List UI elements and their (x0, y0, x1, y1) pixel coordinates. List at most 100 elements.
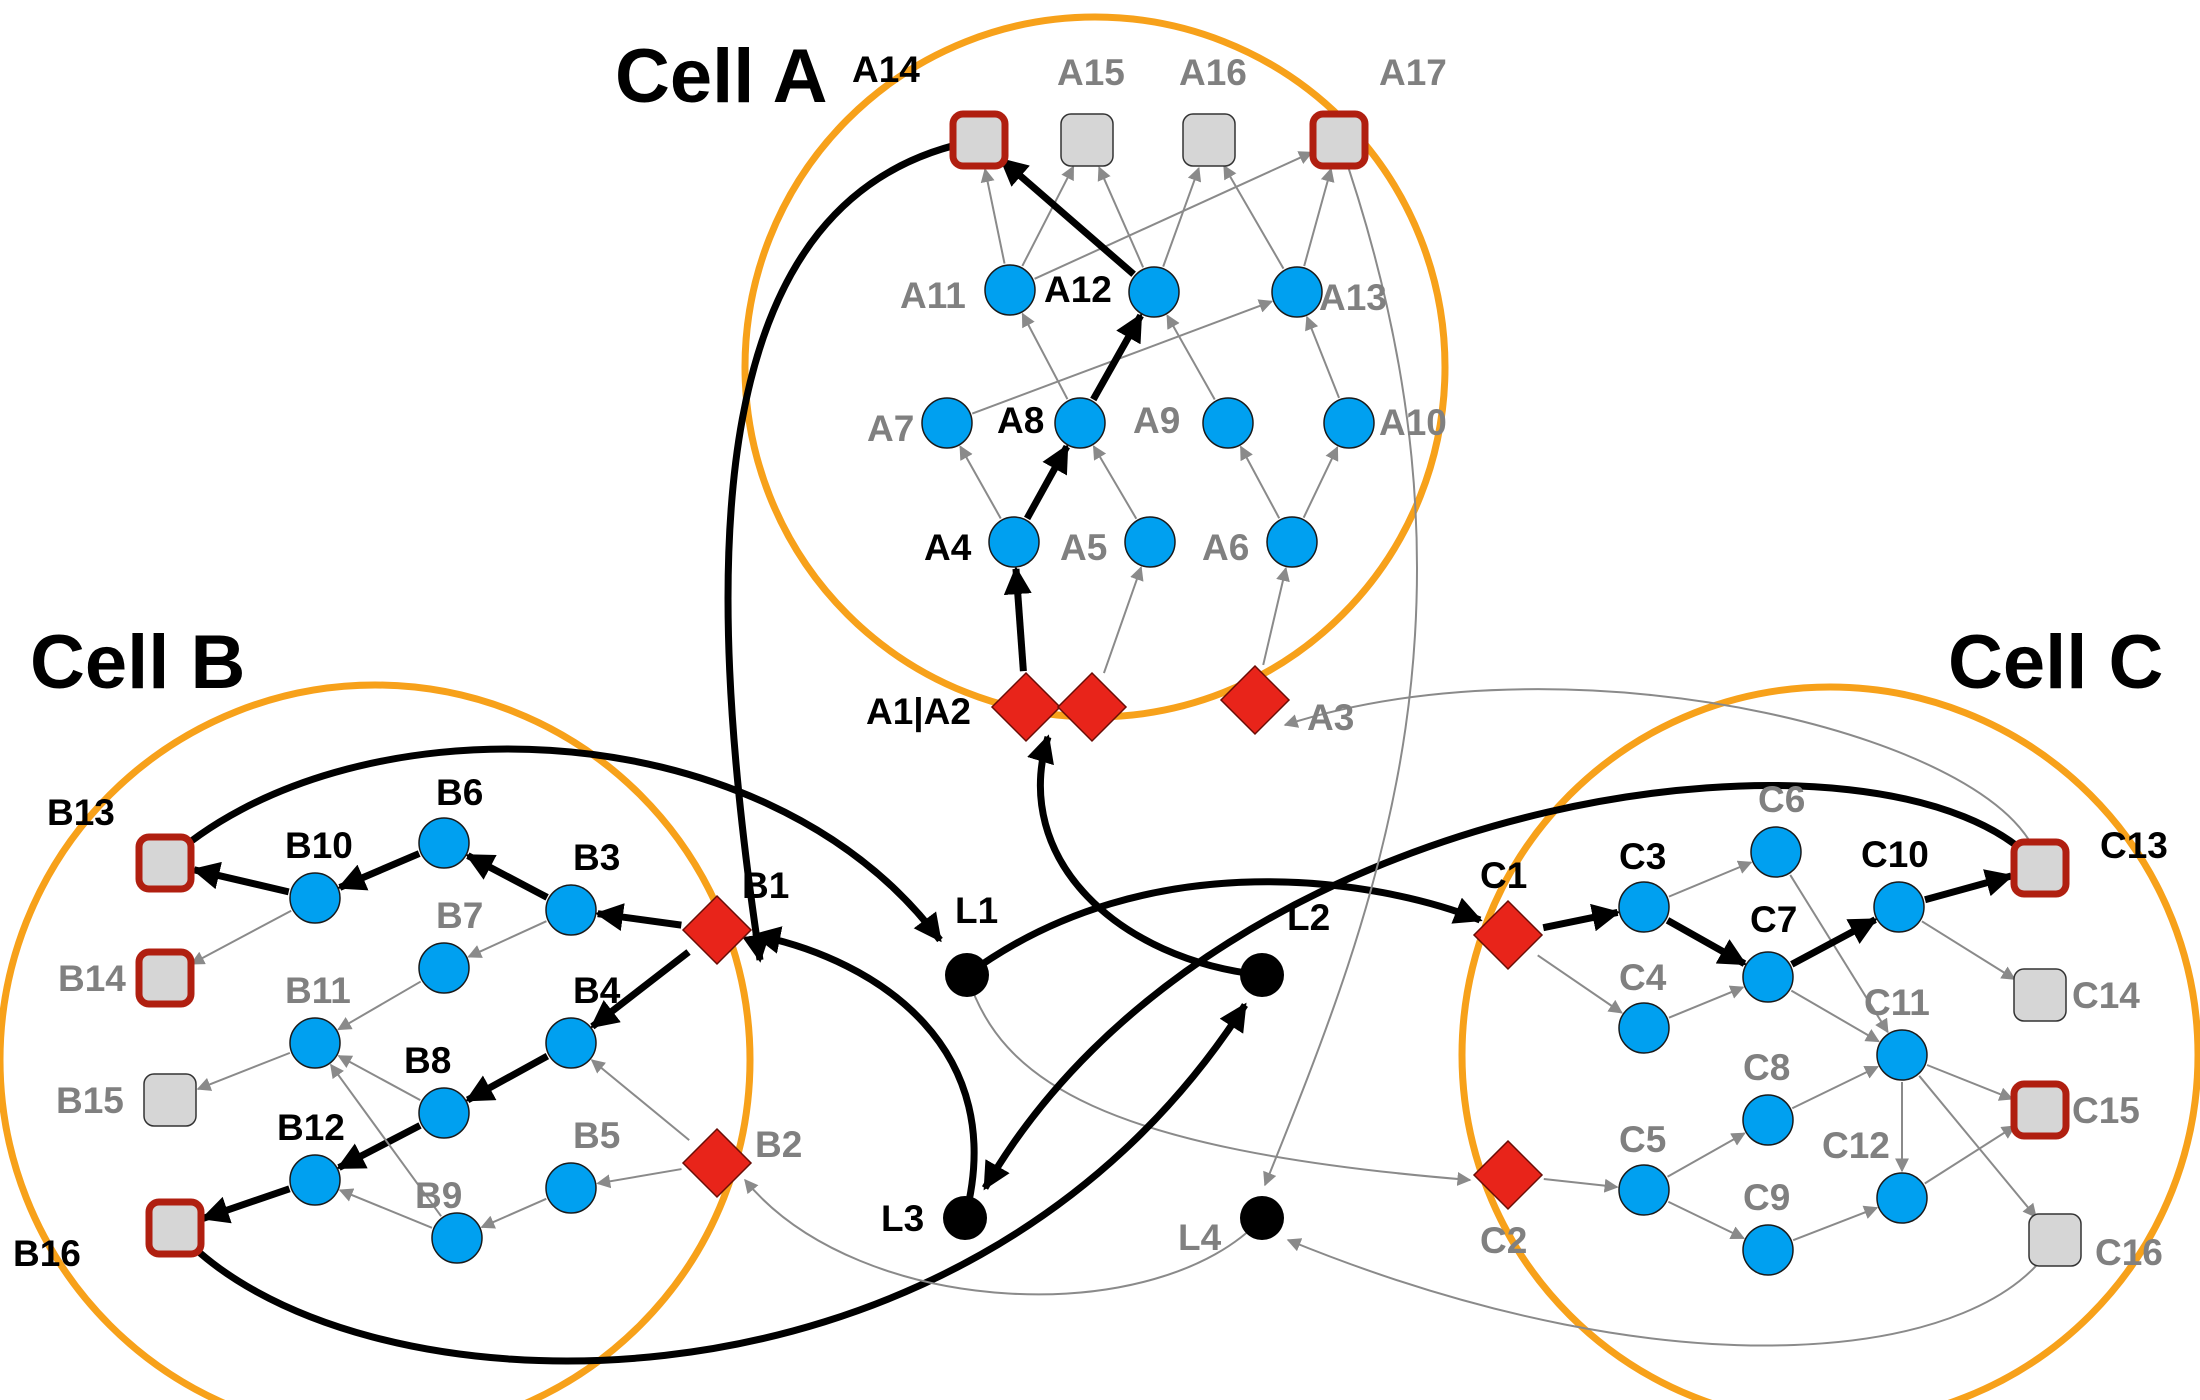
node-label-c8: C8 (1743, 1047, 1790, 1088)
edge-b2-to-b4 (590, 1059, 690, 1141)
node-b14 (135, 948, 195, 1008)
node-a1a2 (990, 671, 1062, 743)
node-label-c2: C2 (1480, 1220, 1527, 1261)
edge-c4-to-c7 (1668, 985, 1745, 1019)
edge-a12-to-a16 (1162, 166, 1202, 267)
edge-b2-to-b5 (596, 1168, 682, 1189)
edge-a12-to-a14 (999, 157, 1136, 277)
node-a13 (1271, 266, 1323, 318)
node-label-b1: B1 (742, 865, 789, 906)
node-c15 (2010, 1080, 2070, 1140)
node-label-b12: B12 (277, 1107, 345, 1148)
node-label-a16: A16 (1179, 52, 1247, 93)
node-a5 (1124, 516, 1176, 568)
edge-a8-to-a12 (1090, 313, 1144, 402)
edge-a14-to-l1 (724, 136, 980, 963)
edge-b9-to-b11 (330, 1063, 442, 1217)
edge-b11-to-b15 (196, 1051, 291, 1091)
node-label-b15: B15 (56, 1080, 124, 1121)
edge-c1-to-c3 (1542, 903, 1621, 932)
edge-l2-to-a1a2 (1027, 734, 1263, 979)
node-label-c5: C5 (1619, 1119, 1666, 1160)
node-label-c12: C12 (1822, 1125, 1890, 1166)
node-label-b8: B8 (404, 1040, 451, 1081)
node-a17 (1309, 110, 1369, 170)
node-l2 (1240, 953, 1284, 997)
edge-b3-to-b6 (465, 852, 549, 901)
node-label-a12: A12 (1044, 269, 1112, 310)
node-label-c9: C9 (1743, 1177, 1790, 1218)
node-label-a10: A10 (1379, 402, 1447, 443)
node-label-b2: B2 (755, 1124, 802, 1165)
node-c16 (2028, 1213, 2082, 1267)
cell-c-title: Cell C (1948, 620, 2163, 705)
edge-a11-to-a14 (980, 168, 1006, 264)
node-label-a4: A4 (924, 527, 972, 568)
node-label-a5: A5 (1060, 527, 1107, 568)
node-b10 (289, 872, 341, 924)
edge-a13-to-a16 (1223, 164, 1285, 270)
node-c8 (1742, 1094, 1794, 1146)
node-label-c11: C11 (1864, 982, 1930, 1023)
edge-c10-to-c14 (1921, 920, 2016, 980)
node-a15 (1060, 113, 1114, 167)
cell-c-boundary (1458, 683, 2200, 1400)
node-label-b14: B14 (58, 958, 126, 999)
node-b13 (135, 833, 195, 893)
node-b11 (289, 1017, 341, 1069)
edge-l4-to-b2 (744, 1178, 1263, 1296)
node-a16 (1182, 113, 1236, 167)
edge-b3-to-b7 (467, 920, 547, 958)
edge-c10-to-c13 (1924, 869, 2014, 904)
edge-a11-to-a17 (1034, 151, 1313, 280)
node-label-b16: B16 (13, 1233, 81, 1274)
node-label-b5: B5 (573, 1115, 620, 1156)
node-c9 (1742, 1224, 1794, 1276)
edge-b8-to-b11 (337, 1055, 421, 1101)
node-l4 (1240, 1196, 1284, 1240)
node-label-a8: A8 (997, 400, 1044, 441)
edge-c11-to-c16 (1918, 1075, 2037, 1218)
edge-b10-to-b14 (190, 909, 292, 965)
edge-b16-to-l2 (172, 1002, 1248, 1365)
node-b3 (545, 884, 597, 936)
node-label-c13: C13 (2100, 825, 2168, 866)
node-b7 (418, 942, 470, 994)
node-label-a9: A9 (1133, 400, 1180, 441)
edge-c5-to-c9 (1667, 1200, 1745, 1240)
node-b1 (681, 894, 753, 966)
node-c7 (1742, 951, 1794, 1003)
node-label-c10: C10 (1861, 834, 1929, 875)
edge-b8-to-b12 (336, 1122, 422, 1171)
edge-l3-to-b1 (752, 926, 978, 1219)
node-c3 (1618, 881, 1670, 933)
node-label-a14: A14 (852, 49, 920, 90)
node-l3 (943, 1196, 987, 1240)
edge-a9-to-a12 (1166, 314, 1216, 400)
edge-c13-to-l3 (981, 782, 2043, 1191)
edge-c5-to-c8 (1667, 1132, 1746, 1178)
edge-a4-to-a7 (959, 445, 1002, 519)
node-a7 (921, 397, 973, 449)
node-label-b13: B13 (47, 792, 115, 833)
edge-c3-to-c7 (1665, 917, 1747, 967)
node-c14 (2013, 968, 2067, 1022)
node-c2 (1472, 1139, 1544, 1211)
node-label-l1: L1 (955, 890, 998, 931)
edge-a4-to-a8 (1024, 444, 1070, 521)
edge-c7-to-c11 (1790, 989, 1880, 1043)
node-label-b7: B7 (436, 895, 483, 936)
node-label-a11: A11 (900, 275, 966, 316)
edge-b6-to-b10 (337, 850, 421, 891)
edge-c16-to-l4 (1286, 1238, 2056, 1347)
node-b5 (545, 1162, 597, 1214)
node-l1 (945, 953, 989, 997)
node-a4 (988, 516, 1040, 568)
edge-c11-to-c15 (1926, 1064, 2014, 1101)
node-label-b6: B6 (436, 772, 483, 813)
edge-c7-to-c10 (1790, 916, 1878, 968)
edge-b1-to-b3 (594, 903, 682, 931)
node-label-a3: A3 (1307, 697, 1354, 738)
edge-c13-to-a3 (1283, 688, 2041, 869)
node-label-l4: L4 (1178, 1217, 1222, 1258)
